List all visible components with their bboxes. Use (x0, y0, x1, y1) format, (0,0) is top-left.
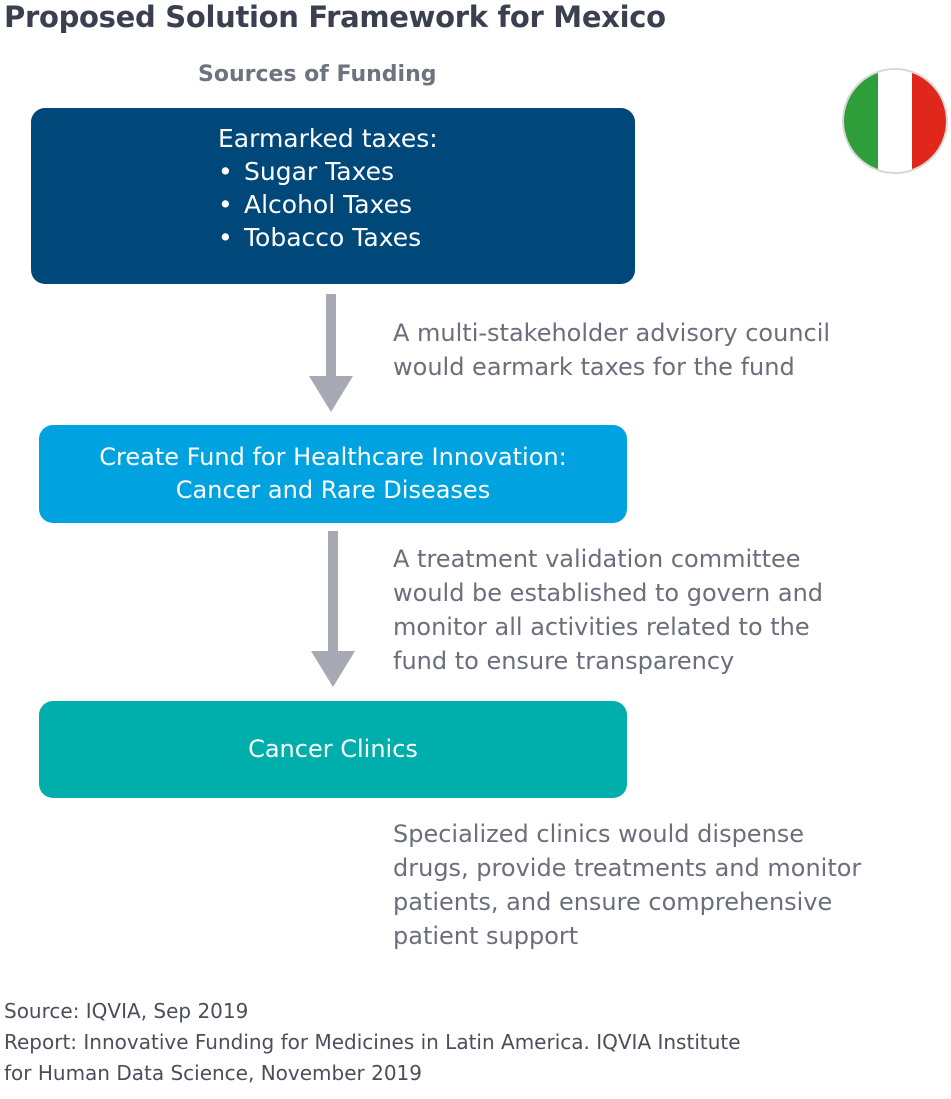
validation-committee-note: A treatment validation committee would b… (393, 542, 823, 678)
note-line: Specialized clinics would dispense (393, 820, 805, 848)
source-citation: Source: IQVIA, Sep 2019 Report: Innovati… (4, 996, 741, 1089)
note-line: would be established to govern and (393, 579, 824, 607)
page-title: Proposed Solution Framework for Mexico (4, 0, 666, 34)
note-line: patient support (393, 922, 579, 950)
flag-icon (844, 70, 946, 172)
note-line: monitor all activities related to the (393, 613, 810, 641)
arrow-down-icon (309, 294, 353, 412)
note-line: A multi-stakeholder advisory council (393, 319, 831, 347)
funding-sources-box: Earmarked taxes: Sugar Taxes Alcohol Tax… (31, 108, 635, 284)
fund-line-2: Cancer and Rare Diseases (175, 476, 491, 504)
note-line: fund to ensure transparency (393, 647, 735, 675)
note-line: drugs, provide treatments and monitor (393, 854, 862, 882)
specialized-clinics-note: Specialized clinics would dispense drugs… (393, 817, 861, 953)
tax-list: Sugar Taxes Alcohol Taxes Tobacco Taxes (218, 155, 635, 254)
note-line: would earmark taxes for the fund (393, 353, 795, 381)
flag-stripe-white (878, 70, 912, 172)
advisory-council-note: A multi-stakeholder advisory council wou… (393, 316, 830, 384)
source-line: Source: IQVIA, Sep 2019 (4, 999, 249, 1023)
fund-line-1: Create Fund for Healthcare Innovation: (99, 443, 567, 471)
arrow-down-icon (311, 531, 355, 687)
tax-item-tobacco: Tobacco Taxes (218, 221, 635, 254)
flag-stripe-red (912, 70, 946, 172)
cancer-clinics-box: Cancer Clinics (39, 701, 627, 798)
report-line-continued: for Human Data Science, November 2019 (4, 1061, 422, 1085)
report-line: Report: Innovative Funding for Medicines… (4, 1030, 741, 1054)
tax-item-sugar: Sugar Taxes (218, 155, 635, 188)
healthcare-innovation-fund-box: Create Fund for Healthcare Innovation: C… (39, 425, 627, 523)
earmarked-taxes-heading: Earmarked taxes: (218, 124, 438, 153)
sources-of-funding-heading: Sources of Funding (198, 62, 437, 87)
tax-item-alcohol: Alcohol Taxes (218, 188, 635, 221)
note-line: patients, and ensure comprehensive (393, 888, 833, 916)
note-line: A treatment validation committee (393, 545, 801, 573)
flag-stripe-green (844, 70, 878, 172)
